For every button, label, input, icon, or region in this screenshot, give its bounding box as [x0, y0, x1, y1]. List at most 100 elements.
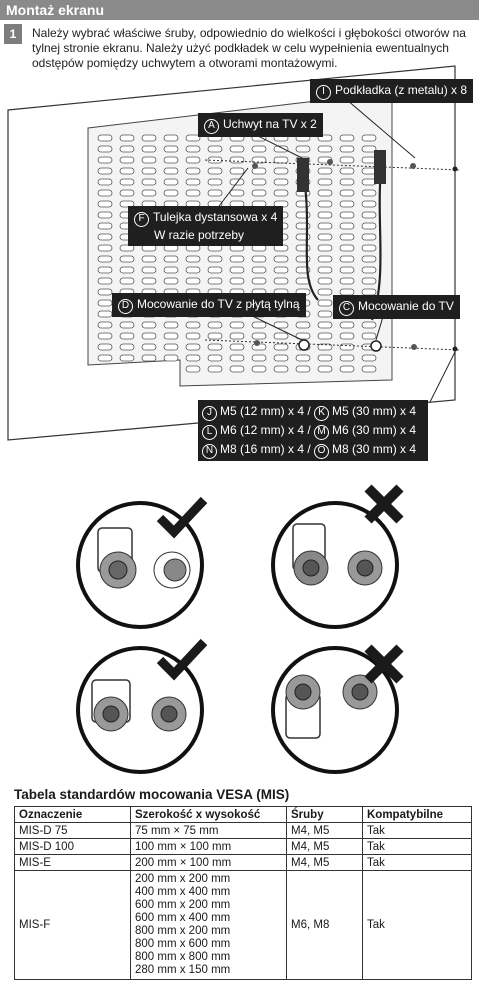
vent-slot: [163, 354, 179, 362]
vent-slot: [119, 145, 135, 153]
vent-slot: [97, 167, 113, 175]
size-line: 800 mm x 800 mm: [135, 951, 231, 963]
vent-slot: [119, 178, 135, 186]
vent-slot: [97, 266, 113, 274]
vent-slot: [119, 321, 135, 329]
vent-slot: [339, 321, 355, 329]
incorrect-example-2: [271, 644, 404, 774]
vent-slot: [119, 134, 135, 142]
vent-slot: [97, 222, 113, 230]
column-header: Oznaczenie: [14, 806, 131, 823]
vent-slot: [295, 244, 311, 252]
screw-spec: M6 (30 mm) x 4: [332, 423, 417, 437]
vent-slot: [119, 332, 135, 340]
callout-tv-bracket-label: Uchwyt na TV x 2: [223, 117, 317, 131]
vent-slot: [163, 277, 179, 285]
vent-slot: [361, 156, 377, 164]
vent-slot: [361, 211, 377, 219]
vent-slot: [273, 189, 289, 197]
table-row: MIS-D 75 75 mm × 75 mm M4, M5 Tak: [14, 822, 472, 839]
letter-badge: J: [202, 406, 217, 421]
table-row: MIS-E 200 mm × 100 mm M4, M5 Tak: [14, 854, 472, 871]
letter-badge: C: [339, 301, 354, 316]
vent-slot: [251, 266, 267, 274]
vent-slot: [97, 321, 113, 329]
vent-slot: [207, 178, 223, 186]
vesa-table: Oznaczenie Szerokość x wysokość Śruby Ko…: [14, 806, 472, 980]
vent-slot: [361, 277, 377, 285]
vent-slot: [185, 266, 201, 274]
vent-slot: [361, 222, 377, 230]
table-row: MIS-F 200 mm x 200 mm 400 mm x 400 mm 60…: [14, 870, 472, 980]
vent-slot: [229, 277, 245, 285]
vent-slot: [251, 332, 267, 340]
vent-slot: [141, 354, 157, 362]
letter-badge: M: [314, 425, 330, 440]
vent-slot: [361, 332, 377, 340]
vent-slot: [97, 354, 113, 362]
vent-slot: [251, 145, 267, 153]
vent-slot: [317, 321, 333, 329]
vent-slot: [317, 200, 333, 208]
vent-slot: [185, 156, 201, 164]
vent-slot: [97, 189, 113, 197]
vent-slot: [163, 255, 179, 263]
section-header: Montaż ekranu: [0, 0, 479, 20]
vent-slot: [119, 266, 135, 274]
vent-slot: [339, 365, 355, 373]
vent-slot: [361, 145, 377, 153]
vent-slot: [273, 145, 289, 153]
vent-slot: [251, 354, 267, 362]
vent-slot: [273, 167, 289, 175]
letter-badge: L: [202, 425, 217, 440]
vent-slot: [141, 255, 157, 263]
vent-slot: [339, 167, 355, 175]
callout-spacer-note: W razie potrzeby: [154, 228, 245, 242]
cell-size: 75 mm × 75 mm: [130, 822, 287, 839]
vent-slot: [207, 354, 223, 362]
vent-slot: [339, 244, 355, 252]
vent-slot: [119, 255, 135, 263]
vent-slot: [207, 321, 223, 329]
vent-slot: [97, 343, 113, 351]
vent-slot: [317, 277, 333, 285]
vent-slot: [185, 277, 201, 285]
cell-screws: M4, M5: [286, 838, 363, 855]
vent-slot: [185, 255, 201, 263]
vent-slot: [207, 167, 223, 175]
vent-slot: [361, 178, 377, 186]
vent-slot: [339, 354, 355, 362]
vent-slot: [97, 200, 113, 208]
vent-slot: [273, 178, 289, 186]
callout-tv-mount-label: Mocowanie do TV: [358, 299, 454, 313]
vent-slot: [141, 332, 157, 340]
washer-examples: [76, 484, 404, 774]
cell-screws: M4, M5: [286, 854, 363, 871]
vent-slot: [97, 332, 113, 340]
screw-spec: M8 (16 mm) x 4 /: [220, 442, 311, 456]
vent-slot: [185, 365, 201, 373]
vent-slot: [361, 167, 377, 175]
screw-spec: M5 (12 mm) x 4 /: [220, 404, 311, 418]
vent-slot: [119, 156, 135, 164]
vent-slot: [317, 343, 333, 351]
size-line: 600 mm x 400 mm: [135, 912, 231, 924]
vent-slot: [163, 321, 179, 329]
vent-slot: [119, 200, 135, 208]
vent-slot: [97, 178, 113, 186]
vent-slot: [273, 343, 289, 351]
vent-slot: [141, 277, 157, 285]
vent-slot: [317, 211, 333, 219]
vent-slot: [185, 343, 201, 351]
vent-slot: [317, 222, 333, 230]
vent-slot: [317, 145, 333, 153]
vent-slot: [119, 343, 135, 351]
vent-slot: [251, 321, 267, 329]
cell-size: 200 mm × 100 mm: [130, 854, 287, 871]
column-header: Śruby: [286, 806, 363, 823]
vent-slot: [141, 266, 157, 274]
vent-slot: [119, 167, 135, 175]
vent-slot: [185, 354, 201, 362]
